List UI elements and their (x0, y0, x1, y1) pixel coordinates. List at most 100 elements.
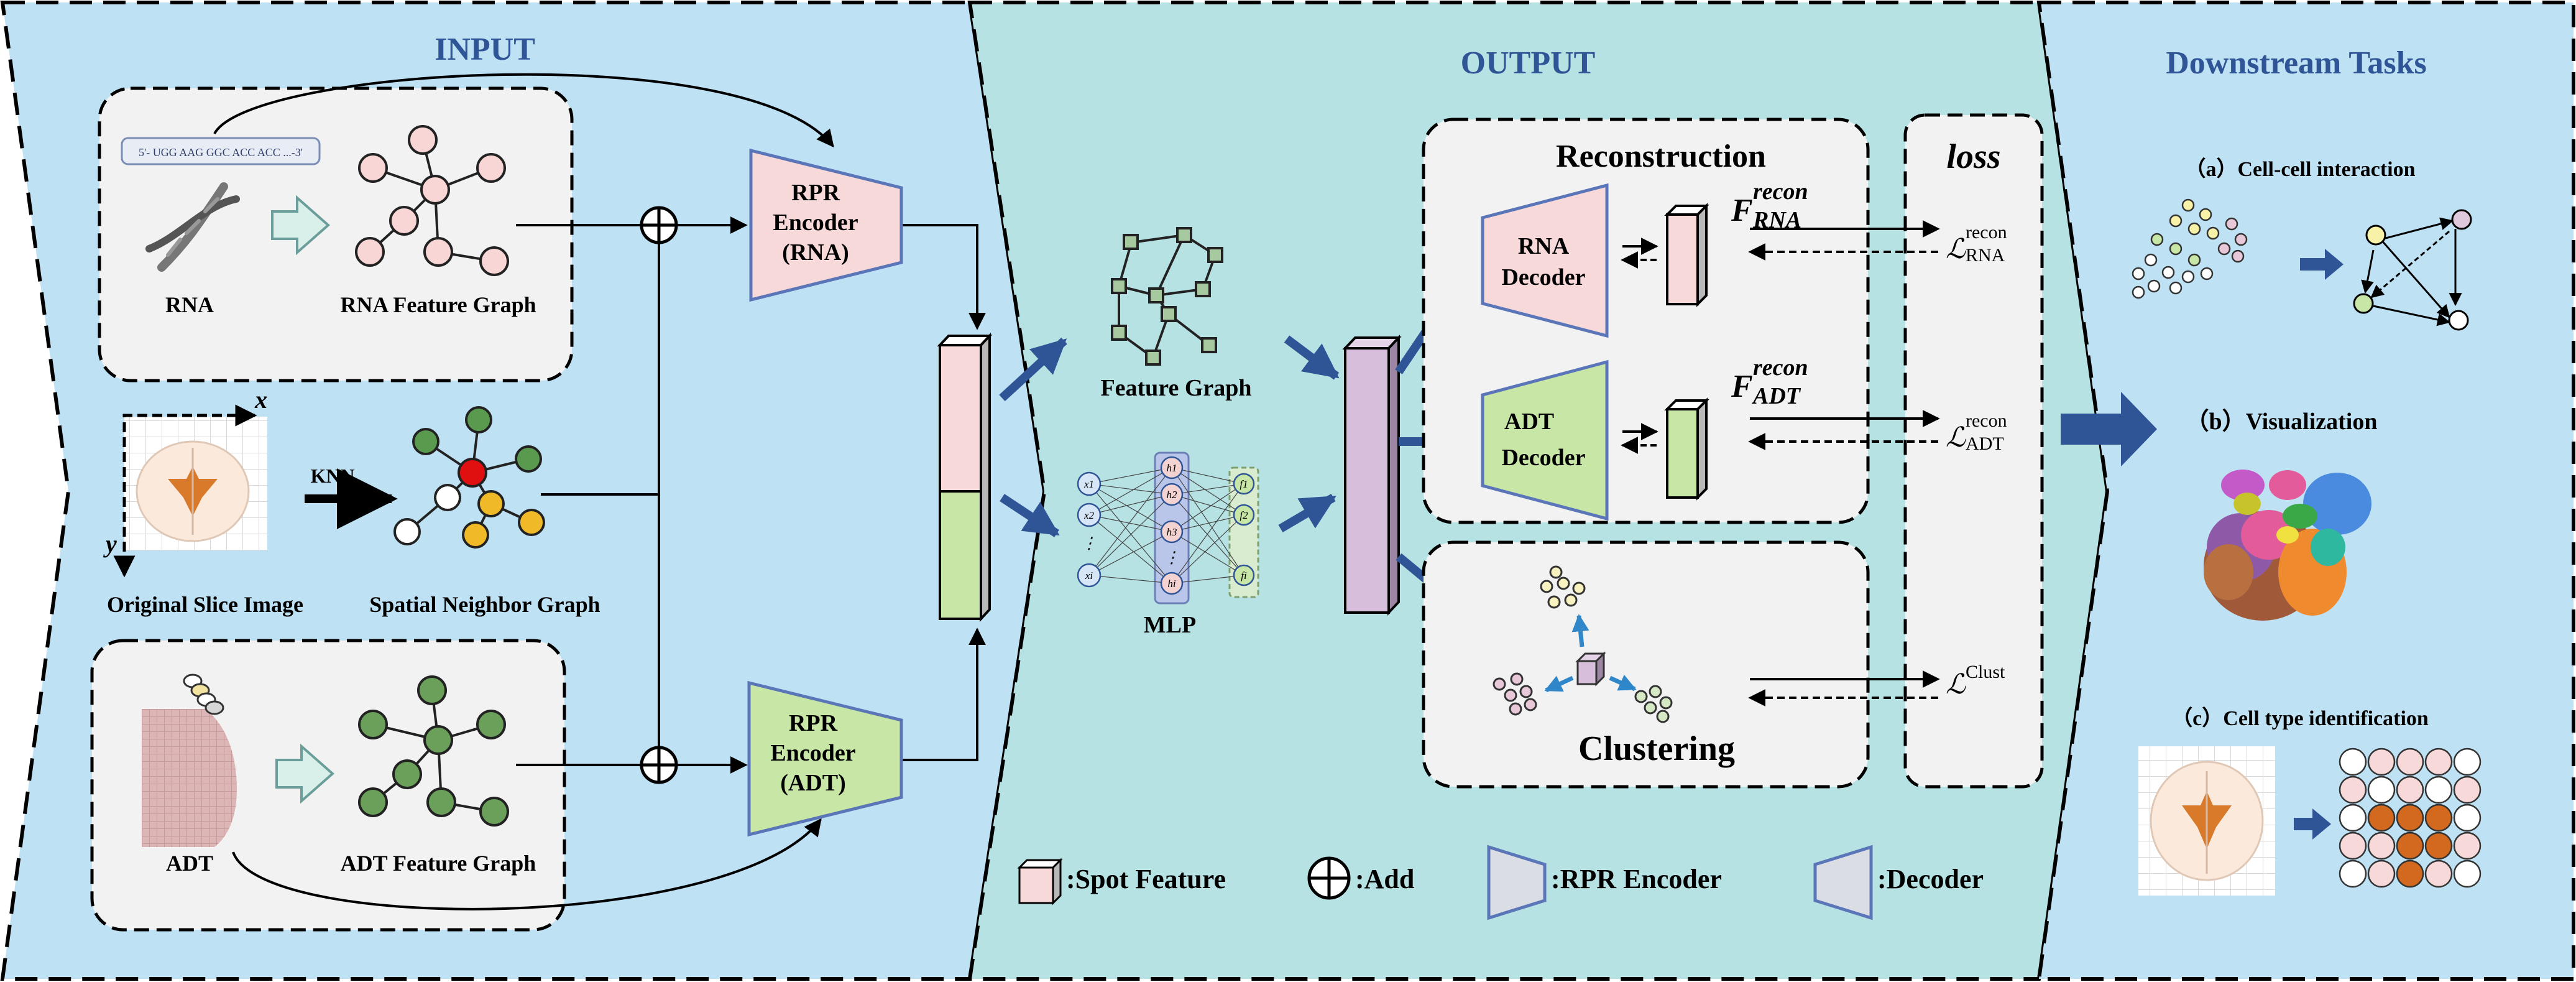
loss-rna-base: ℒ (1946, 234, 1966, 264)
svg-text:ℒ: ℒ (1946, 669, 1966, 700)
encoder-rna-line1: RPR (791, 180, 840, 206)
dna-sequence-tag (121, 137, 321, 165)
add-node-rna (640, 206, 678, 244)
loss-rna: ℒ recon RNA (1946, 222, 2007, 266)
rna-graph-label: RNA Feature Graph (340, 292, 536, 317)
f-adt-sub: ADT (1752, 383, 1801, 409)
spatial-graph-label: Spatial Neighbor Graph (369, 592, 600, 617)
add-node-adt (640, 746, 678, 784)
loss-arrows (1748, 220, 1940, 706)
dna-sequence: 5'- UGG AAG GGC ACC ACC ...-3' (139, 146, 303, 159)
latent-feature-bar (1342, 334, 1402, 616)
encoder-rna-line3: (RNA) (782, 239, 849, 266)
downstream-title: Downstream Tasks (2166, 45, 2426, 81)
f-adt-recon: F recon ADT (1731, 354, 1808, 409)
f-adt-base: F (1731, 369, 1753, 404)
big-output-arrow (2061, 392, 2157, 466)
reconstruction-title: Reconstruction (1556, 139, 1766, 174)
svg-text:recon: recon (1966, 410, 2007, 431)
loss-adt-base: ℒ (1946, 422, 1966, 453)
reconstructed-rna-feature (1664, 203, 1709, 307)
adt-graph-label: ADT Feature Graph (341, 851, 536, 876)
legend-add-icon (1307, 856, 1351, 900)
mlp-input-2: x2 (1083, 509, 1095, 521)
mlp-input-i: xi (1085, 570, 1093, 581)
brain-slice-icon (136, 440, 250, 542)
arrow-mlp-to-latent (1278, 493, 1336, 533)
mlp-input-1: x1 (1083, 478, 1094, 490)
reconstructed-adt-feature (1664, 397, 1709, 501)
task-a-label: （a）Cell-cell interaction (2184, 157, 2415, 181)
umap-visualization-icon (2204, 470, 2371, 621)
legend-spot: :Spot Feature (1066, 864, 1226, 894)
encoder-adt-line3: (ADT) (780, 770, 846, 796)
loss-title: loss (1946, 137, 2000, 176)
cell-type-grid-icon (2339, 748, 2482, 888)
svg-text:F: F (1731, 369, 1753, 404)
svg-text:recon: recon (1753, 178, 1808, 205)
rna-label: RNA (165, 292, 214, 317)
loss-adt-sup: recon (1966, 410, 2007, 431)
feature-graph-icon (1111, 227, 1223, 366)
mlp-hidden-i: hi (1167, 578, 1176, 590)
mlp-network: x1 x2 ⋮ xi h1 h2 h3 ⋮ hi f1 f2 fi (1077, 452, 1259, 604)
loss-clust-sup: Clust (1966, 662, 2005, 682)
svg-text:ℒ: ℒ (1946, 422, 1966, 453)
clustering-box (1422, 540, 1870, 789)
arrow-to-feature-graph (999, 337, 1067, 402)
adt-decoder-line1: ADT (1504, 409, 1554, 435)
task-c-label: （c）Cell type identification (2171, 706, 2429, 730)
mlp-output-1: f1 (1240, 478, 1248, 490)
rna-decoder-line2: Decoder (1501, 264, 1585, 290)
mlp-hidden-1: h1 (1167, 462, 1177, 474)
svg-text:Clust: Clust (1966, 662, 2005, 682)
svg-text:recon: recon (1966, 222, 2007, 243)
mlp-hidden-2: h2 (1167, 489, 1178, 501)
axis-lines (122, 414, 252, 569)
mlp-hidden-dots: ⋮ (1164, 549, 1180, 567)
svg-text:recon: recon (1753, 354, 1808, 381)
interaction-graph-icon (2353, 209, 2472, 331)
adt-label: ADT (166, 851, 213, 876)
legend: :Spot Feature :Add :RPR Encoder :Decoder (1017, 845, 1984, 920)
arrow-to-mlp (1000, 494, 1060, 537)
rna-transform-arrow (271, 195, 331, 256)
svg-text:ADT: ADT (1752, 383, 1801, 409)
input-title: INPUT (435, 32, 535, 67)
concatenated-feature-bar (937, 332, 993, 623)
legend-add: :Add (1355, 864, 1414, 894)
cell-type-brain-icon (2150, 761, 2264, 881)
spatial-neighbor-graph (393, 406, 545, 549)
rna-decoder-line1: RNA (1518, 233, 1570, 259)
legend-spot-icon (1017, 858, 1063, 906)
cell-scatter-icon (2132, 198, 2248, 299)
input-connectors (213, 73, 986, 910)
clustering-title: Clustering (1578, 730, 1735, 768)
arrow-feature-graph-to-latent (1284, 335, 1340, 380)
axis-y-label: y (103, 530, 117, 558)
encoder-adt-line1: RPR (789, 710, 838, 736)
decoder-feedback-arrows (1621, 238, 1658, 454)
loss-box (1903, 113, 2044, 789)
slice-label: Original Slice Image (107, 592, 303, 617)
dna-helix-icon (145, 182, 240, 272)
downstream-panel (2036, 1, 2575, 981)
f-rna-sup: recon (1753, 178, 1808, 205)
svg-text:F: F (1731, 193, 1753, 228)
loss-clust-base: ℒ (1946, 669, 1966, 700)
svg-text:RNA: RNA (1966, 245, 2005, 266)
output-title: OUTPUT (1461, 45, 1596, 81)
encoder-rna-line2: Encoder (773, 210, 858, 236)
axis-x-label: x (254, 386, 267, 414)
rna-feature-graph (355, 125, 509, 276)
clustering-icon (1493, 565, 1673, 723)
antibody-icon (183, 674, 224, 715)
loss-adt: ℒ recon ADT (1946, 410, 2007, 454)
loss-rna-sub: RNA (1966, 245, 2005, 266)
legend-encoder-icon (1487, 845, 1547, 920)
adt-transform-arrow (275, 743, 335, 804)
adt-tissue-image (142, 709, 237, 847)
rna-decoder (1481, 183, 1609, 338)
rpr-encoder-rna (749, 148, 903, 302)
